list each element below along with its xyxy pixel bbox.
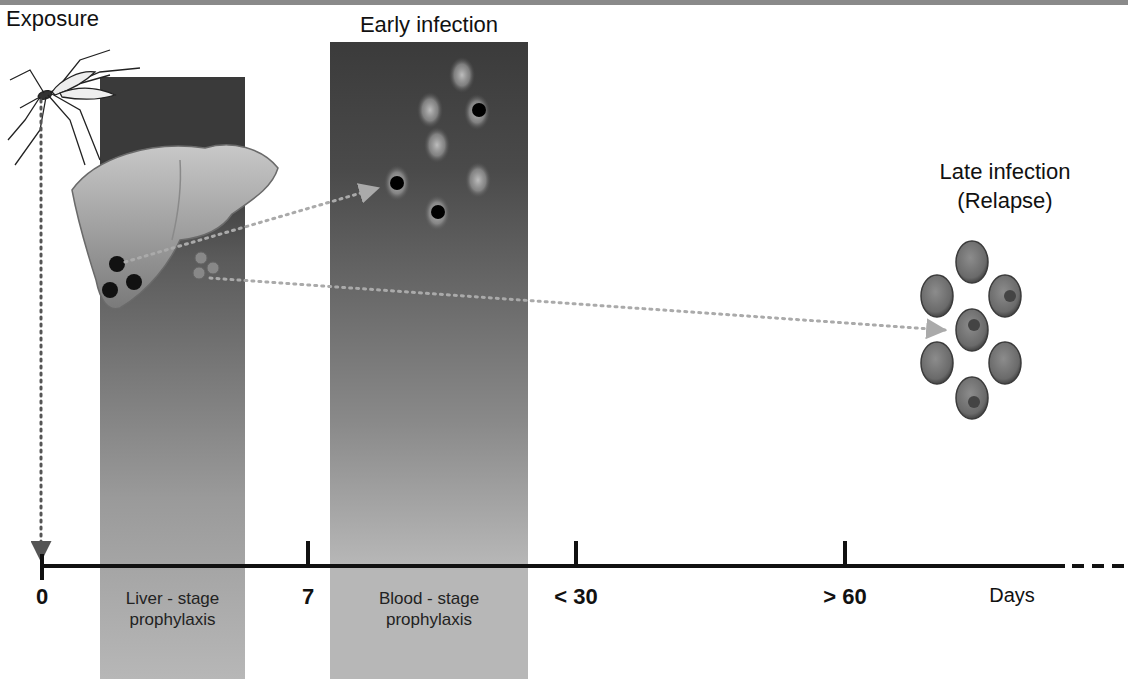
relapse-label: Late infection (Relapse) — [920, 158, 1090, 215]
band-heading: Early infection — [290, 12, 568, 38]
axis-tick-label: 7 — [302, 584, 314, 610]
exposure-label: Exposure — [6, 6, 99, 32]
axis-tick-label: 0 — [36, 584, 48, 610]
band-label: Liver - stage prophylaxis — [100, 588, 245, 631]
prophylaxis-band: Early infectionBlood - stage prophylaxis — [330, 42, 528, 679]
axis-tick-label: > 60 — [823, 584, 866, 610]
band-label: Blood - stage prophylaxis — [330, 588, 528, 631]
axis-tick-label: < 30 — [554, 584, 597, 610]
prophylaxis-band: Liver - stage prophylaxis — [100, 77, 245, 679]
axis-unit-label: Days — [989, 584, 1035, 607]
